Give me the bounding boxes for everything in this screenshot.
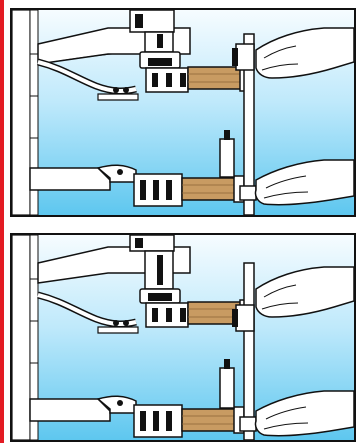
lower-base-plate [29,164,137,191]
cable-icon [37,291,139,334]
diagram-panel-top [10,8,356,217]
vertical-caliper-icon [232,262,257,440]
vertical-caliper-icon [232,33,257,215]
welding-head-icon [129,10,189,93]
left-housing [12,10,39,215]
lower-base-plate [29,395,137,422]
left-housing [12,235,39,440]
diagram-panel-bottom [10,233,356,442]
hand-icon [254,27,354,206]
setup-illustration-bottom [12,235,354,440]
welding-head-icon [129,235,189,328]
lower-electrode-icon [133,359,245,438]
red-edge-strip [0,0,4,443]
hand-icon [254,266,354,437]
setup-illustration-top [12,10,354,215]
cable-icon [37,58,139,101]
